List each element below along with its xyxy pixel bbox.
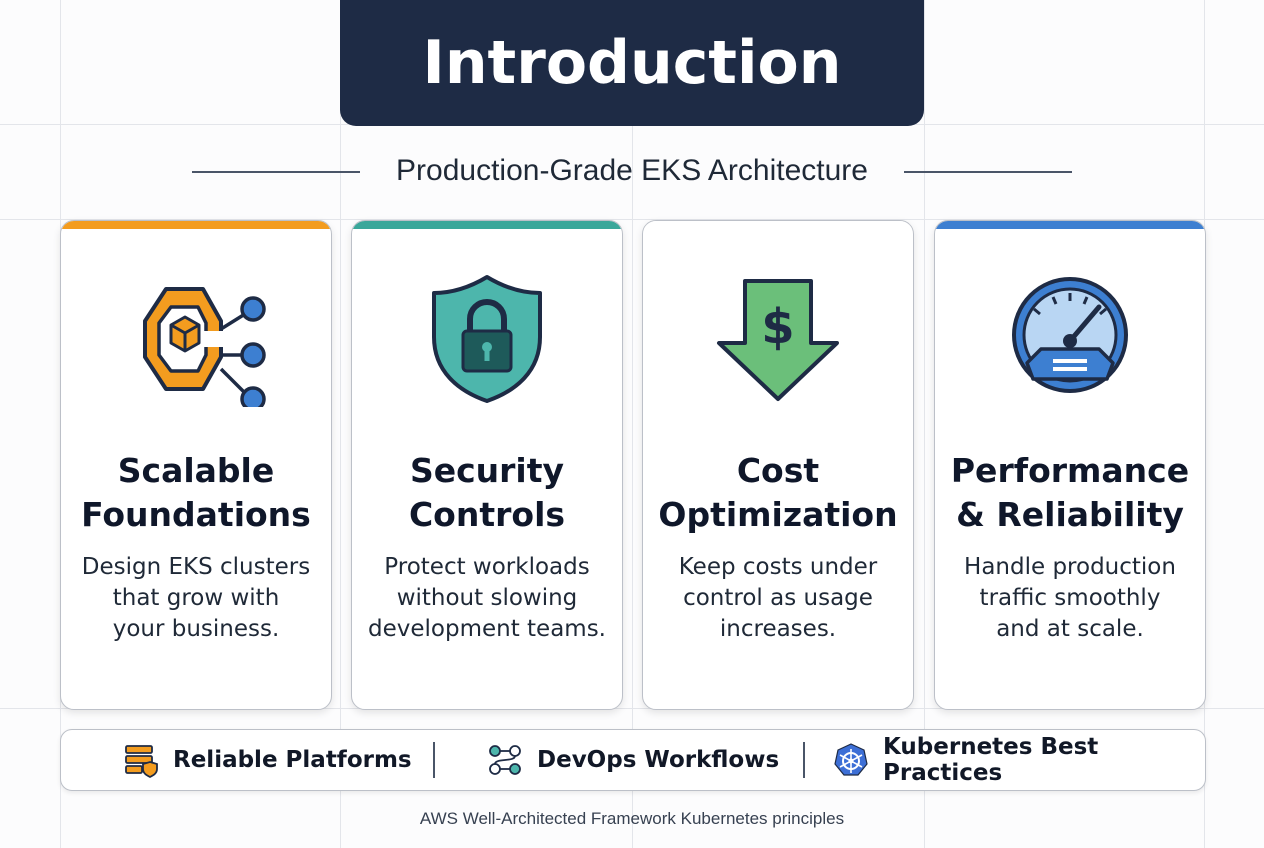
kubernetes-icon [833, 742, 869, 778]
card-title: Cost Optimization [658, 451, 898, 534]
dollar-down-arrow-icon: $ [703, 271, 853, 407]
card-cost-optimization: $ Cost Optimization Keep costs under con… [642, 220, 914, 710]
feature-label: Kubernetes Best Practices [883, 734, 1099, 786]
card-description: Handle production traffic smoothly and a… [964, 554, 1176, 642]
speedometer-gauge-icon [995, 271, 1145, 407]
card-title: Scalable Foundations [81, 451, 311, 534]
svg-text:$: $ [761, 299, 794, 355]
card-accent-bar [352, 221, 622, 229]
grid-line [0, 708, 1264, 709]
grid-line [340, 0, 341, 848]
shield-lock-icon [412, 271, 562, 407]
card-scalable-foundations: Scalable Foundations Design EKS clusters… [60, 220, 332, 710]
card-accent-bar [61, 221, 331, 229]
feature-kubernetes-best-practices: Kubernetes Best Practices [833, 730, 1205, 790]
subtitle-rule-left [192, 171, 360, 173]
grid-line [632, 0, 633, 848]
workflow-icon [487, 742, 523, 778]
footnote: AWS Well-Architected Framework Kubernete… [419, 809, 845, 828]
hexagon-cube-network-icon [121, 271, 271, 407]
server-shield-icon [123, 742, 159, 778]
feature-label: DevOps Workflows [537, 747, 780, 773]
card-description: Design EKS clusters that grow with your … [81, 554, 311, 642]
card-accent-bar [643, 221, 913, 229]
grid-line [0, 219, 1264, 220]
title-banner: Introduction [340, 0, 924, 126]
card-performance-reliability: Performance & Reliability Handle product… [934, 220, 1206, 710]
card-title: Security Controls [408, 451, 566, 534]
feature-divider [433, 742, 435, 778]
feature-devops-workflows: DevOps Workflows [487, 730, 779, 790]
feature-divider [803, 742, 805, 778]
card-title: Performance & Reliability [950, 451, 1190, 534]
card-description: Protect workloads without slowing develo… [368, 554, 606, 642]
subtitle-rule-right [904, 171, 1072, 173]
feature-label: Reliable Platforms [173, 747, 412, 773]
grid-line [924, 0, 925, 848]
subtitle-row: Production-Grade EKS Architecture [192, 150, 1072, 194]
card-accent-bar [935, 221, 1205, 229]
card-security-controls: Security Controls Protect workloads with… [351, 220, 623, 710]
subtitle: Production-Grade EKS Architecture [396, 154, 868, 187]
page-title: Introduction [422, 28, 842, 98]
feature-bar: Reliable Platforms DevOps Workflows [60, 729, 1206, 791]
feature-reliable-platforms: Reliable Platforms [123, 730, 412, 790]
card-description: Keep costs under control as usage increa… [678, 554, 878, 642]
